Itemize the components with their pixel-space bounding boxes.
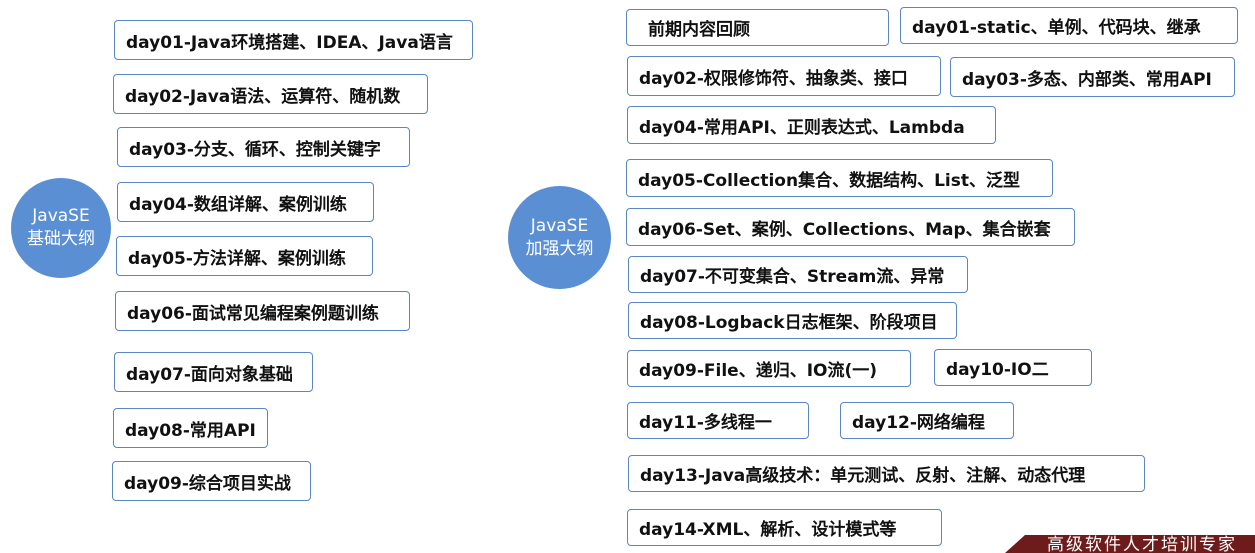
advanced-node-day08[interactable]: day08-Logback日志框架、阶段项目 <box>628 302 957 339</box>
advanced-node-day04[interactable]: day04-常用API、正则表达式、Lambda <box>627 106 996 144</box>
basics-node-day06[interactable]: day06-面试常见编程案例题训练 <box>115 291 410 331</box>
hub-line-2: 加强大纲 <box>525 238 594 259</box>
advanced-node-review[interactable]: 前期内容回顾 <box>626 9 889 46</box>
hub-line-2: 基础大纲 <box>27 229 95 249</box>
basics-node-day05[interactable]: day05-方法详解、案例训练 <box>116 236 373 276</box>
hub-line-1: JavaSE <box>530 215 589 236</box>
banner-text: 高级软件人才培训专家 <box>1047 535 1237 553</box>
basics-node-day03[interactable]: day03-分支、循环、控制关键字 <box>117 127 410 167</box>
basics-node-day01[interactable]: day01-Java环境搭建、IDEA、Java语言 <box>114 20 473 60</box>
basics-node-day08[interactable]: day08-常用API <box>113 408 268 448</box>
advanced-node-day14[interactable]: day14-XML、解析、设计模式等 <box>627 509 942 546</box>
advanced-node-day11[interactable]: day11-多线程一 <box>627 402 809 439</box>
javase-basics-hub: JavaSE 基础大纲 <box>11 178 111 278</box>
javase-advanced-hub: JavaSE 加强大纲 <box>508 186 611 289</box>
advanced-node-day07[interactable]: day07-不可变集合、Stream流、异常 <box>628 256 968 293</box>
advanced-node-day10[interactable]: day10-IO二 <box>934 349 1092 386</box>
slogan-banner: 高级软件人才培训专家 <box>1005 535 1255 553</box>
advanced-node-day02[interactable]: day02-权限修饰符、抽象类、接口 <box>627 56 941 96</box>
basics-node-day04[interactable]: day04-数组详解、案例训练 <box>117 182 374 222</box>
advanced-node-day06[interactable]: day06-Set、案例、Collections、Map、集合嵌套 <box>626 208 1075 246</box>
advanced-node-day03[interactable]: day03-多态、内部类、常用API <box>950 57 1235 97</box>
advanced-node-day12[interactable]: day12-网络编程 <box>840 402 1014 439</box>
advanced-node-day09[interactable]: day09-File、递归、IO流(一) <box>627 350 911 387</box>
advanced-node-day01[interactable]: day01-static、单例、代码块、继承 <box>900 7 1238 44</box>
basics-node-day02[interactable]: day02-Java语法、运算符、随机数 <box>113 74 428 114</box>
basics-node-day07[interactable]: day07-面向对象基础 <box>114 352 313 392</box>
hub-line-1: JavaSE <box>32 206 90 226</box>
basics-node-day09[interactable]: day09-综合项目实战 <box>112 461 311 501</box>
banner-background <box>1005 535 1255 553</box>
advanced-node-day05[interactable]: day05-Collection集合、数据结构、List、泛型 <box>626 159 1053 197</box>
advanced-node-day13[interactable]: day13-Java高级技术：单元测试、反射、注解、动态代理 <box>628 455 1145 492</box>
